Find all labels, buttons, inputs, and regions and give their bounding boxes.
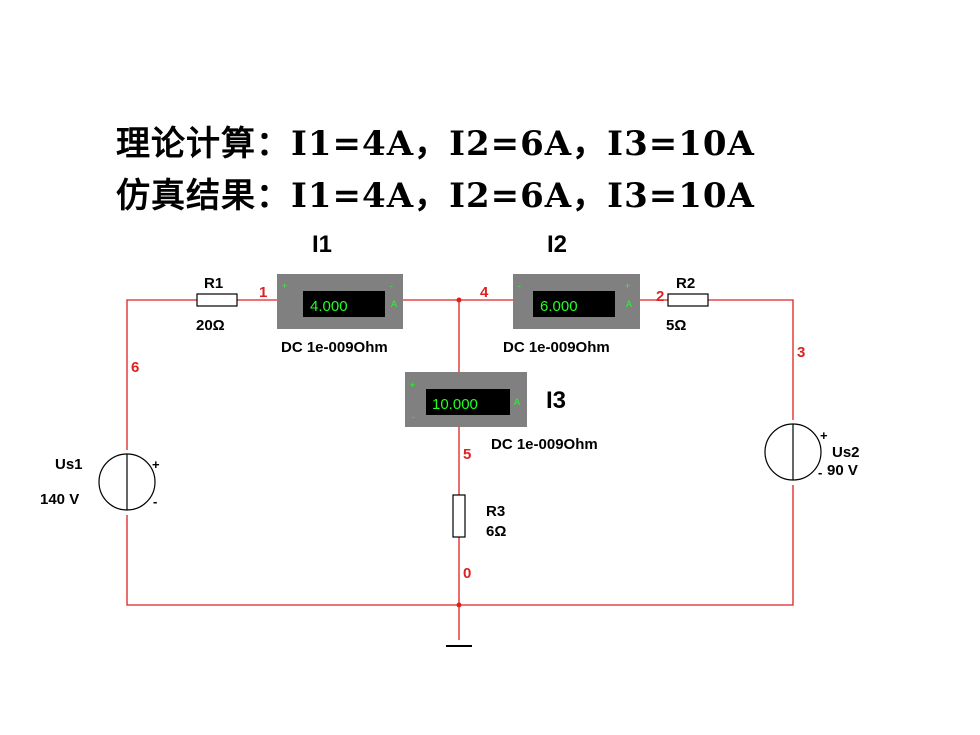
node-label-4: 4 [480, 284, 489, 301]
ammeter-i3-mode: DC 1e-009Ohm [491, 436, 598, 453]
ammeter-i1-minus: - [390, 281, 393, 291]
ammeter-i3-reading: 10.000 [432, 396, 478, 413]
node-label-2: 2 [656, 288, 664, 305]
ammeter-i2-title: I2 [547, 231, 567, 258]
node-label-0: 0 [463, 565, 471, 582]
ammeter-i2: I2 6.000 - + A DC 1e-009Ohm [503, 231, 640, 356]
ammeter-i1-plus: + [282, 281, 287, 291]
resistor-r1: R1 20Ω [196, 275, 238, 334]
ammeter-i3-plus: + [410, 380, 415, 390]
us1-name: Us1 [55, 456, 83, 473]
node-label-3: 3 [797, 344, 805, 361]
ammeter-i1: I1 4.000 + - A DC 1e-009Ohm [277, 231, 403, 356]
ammeter-i1-amp: A [391, 299, 397, 309]
us1-plus: + [152, 457, 160, 472]
ammeter-i3-amp: A [514, 397, 520, 407]
ammeter-i1-title: I1 [312, 231, 332, 258]
us2-plus: + [820, 428, 828, 443]
theory-headline: 理论计算：I1=4A，I2=6A，I3=10A [116, 124, 755, 164]
node-label-6: 6 [131, 359, 139, 376]
node-label-1: 1 [259, 284, 267, 301]
node-labels: 1 2 3 4 5 6 0 [131, 284, 805, 582]
ammeter-i2-mode: DC 1e-009Ohm [503, 339, 610, 356]
resistor-r2: R2 5Ω [666, 275, 709, 334]
ammeter-i2-amp: A [626, 299, 632, 309]
r1-name: R1 [204, 275, 223, 292]
r3-value: 6Ω [486, 523, 506, 540]
ammeter-i2-plus: + [625, 281, 630, 291]
ammeter-i1-mode: DC 1e-009Ohm [281, 339, 388, 356]
ammeter-i2-minus: - [518, 281, 521, 291]
ammeter-i2-reading: 6.000 [540, 298, 578, 315]
us2-minus: - [818, 465, 822, 480]
us1-value: 140 V [40, 491, 79, 508]
r2-value: 5Ω [666, 317, 686, 334]
ammeter-i3-title: I3 [546, 387, 566, 414]
r1-value: 20Ω [196, 317, 225, 334]
voltage-source-us1: + - Us1 140 V [40, 453, 160, 511]
simulation-headline: 仿真结果：I1=4A，I2=6A，I3=10A [116, 176, 755, 216]
circuit-wires [126, 297, 794, 640]
us2-value: 90 V [827, 462, 858, 479]
ammeter-i3: 10.000 + - A I3 DC 1e-009Ohm [405, 372, 598, 453]
r2-name: R2 [676, 275, 695, 292]
us1-minus: - [153, 494, 157, 509]
us2-name: Us2 [832, 444, 860, 461]
r3-name: R3 [486, 503, 505, 520]
ammeter-i3-minus: - [412, 412, 415, 422]
node-label-5: 5 [463, 446, 471, 463]
voltage-source-us2: + - Us2 90 V [764, 423, 860, 481]
ammeter-i1-reading: 4.000 [310, 298, 348, 315]
resistor-r3: R3 6Ω [452, 494, 506, 540]
